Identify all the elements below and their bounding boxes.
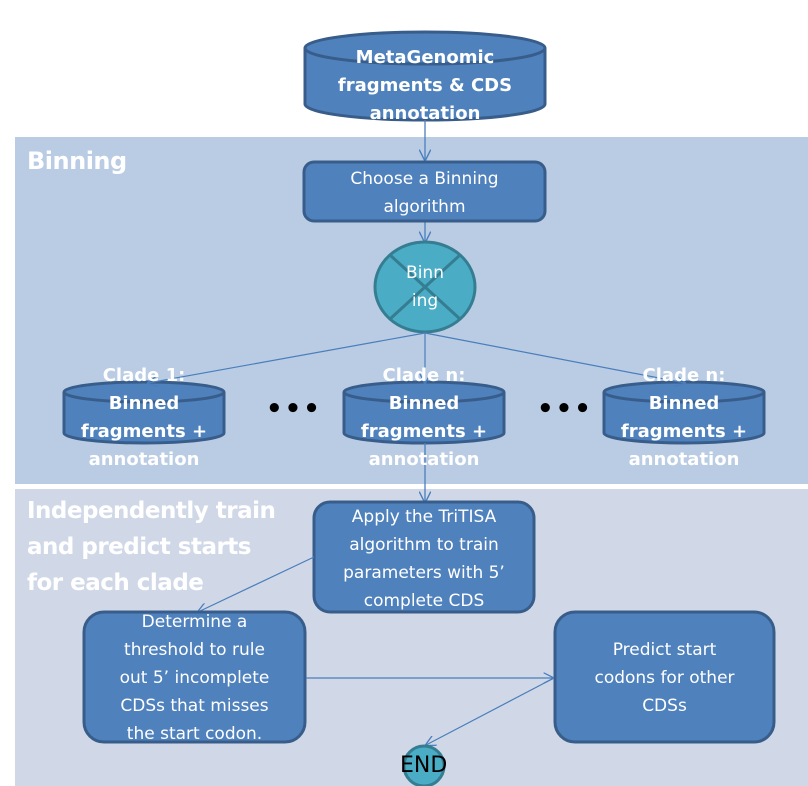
source-database-label: MetaGenomic fragments & CDS annotation: [305, 44, 545, 128]
label-line: Binned: [648, 393, 720, 414]
binning-operation-node: [373, 240, 477, 334]
connector-apply-to-threshold: [198, 556, 315, 612]
label-line: CDSs that misses: [120, 696, 269, 716]
label-line: complete CDS: [363, 591, 485, 611]
choose-binning-box: [302, 160, 547, 223]
predict-start-codons-box: [553, 610, 776, 744]
end-label: END: [400, 753, 448, 778]
label-line: Clade 1:: [102, 365, 186, 386]
connector-binning-to-clade-n-right: [424, 332, 685, 383]
ellipsis-left: •••: [266, 394, 322, 424]
choose-binning-label: Choose a Binning algorithm: [304, 165, 545, 221]
clade-n-middle-database-node: [342, 380, 506, 445]
label-line: threshold to rule: [124, 640, 265, 660]
label-line: Choose a Binning: [350, 169, 499, 189]
clade-n-middle-label: Clade n: Binned fragments + annotation: [334, 362, 514, 474]
label-line: Clade n:: [642, 365, 726, 386]
label-line: Determine a: [141, 612, 248, 632]
label-line: annotation: [368, 449, 480, 470]
label-line: parameters with 5’: [343, 563, 505, 583]
label-line: annotation: [88, 449, 200, 470]
label-line: out 5’ incomplete: [119, 668, 270, 688]
label-line: ing: [411, 291, 439, 311]
end-node: [402, 744, 446, 786]
label-line: Binn: [406, 263, 444, 283]
train-section-title: Independently train and predict starts f…: [27, 493, 276, 601]
clade-n-right-database-node: [602, 380, 766, 445]
label-line: fragments +: [80, 421, 208, 442]
train-title-line: and predict starts: [27, 534, 252, 560]
label-line: the start codon.: [126, 724, 263, 744]
label-line: fragments +: [620, 421, 748, 442]
connector-binning-to-clade-1: [148, 332, 426, 383]
label-line: fragments & CDS: [337, 75, 513, 96]
label-line: algorithm: [383, 197, 466, 217]
label-line: Apply the TriTISA: [351, 507, 497, 527]
label-line: algorithm to train: [349, 535, 499, 555]
train-title-line: for each clade: [27, 570, 204, 596]
label-line: Binned: [388, 393, 460, 414]
label-line: codons for other: [594, 668, 735, 688]
label-line: CDSs: [642, 696, 687, 716]
clade-1-database-node: [62, 380, 226, 445]
clade-n-right-label: Clade n: Binned fragments + annotation: [594, 362, 774, 474]
label-line: Clade n:: [382, 365, 466, 386]
ellipsis-right: •••: [537, 394, 593, 424]
label-line: annotation: [628, 449, 740, 470]
binning-operation-label: Binn ing: [375, 259, 475, 315]
connector-to-end: [426, 677, 555, 745]
label-line: Predict start: [612, 640, 717, 660]
clade-1-label: Clade 1: Binned fragments + annotation: [54, 362, 234, 474]
apply-tritisa-label: Apply the TriTISA algorithm to train par…: [314, 503, 534, 615]
threshold-label: Determine a threshold to rule out 5’ inc…: [84, 608, 305, 748]
label-line: fragments +: [360, 421, 488, 442]
label-line: Binned: [108, 393, 180, 414]
label-line: annotation: [369, 103, 481, 124]
binning-section-title: Binning: [27, 147, 127, 175]
train-title-line: Independently train: [27, 498, 276, 524]
predict-start-codons-label: Predict start codons for other CDSs: [555, 636, 774, 720]
threshold-box: [82, 610, 307, 744]
label-line: MetaGenomic: [355, 47, 495, 68]
